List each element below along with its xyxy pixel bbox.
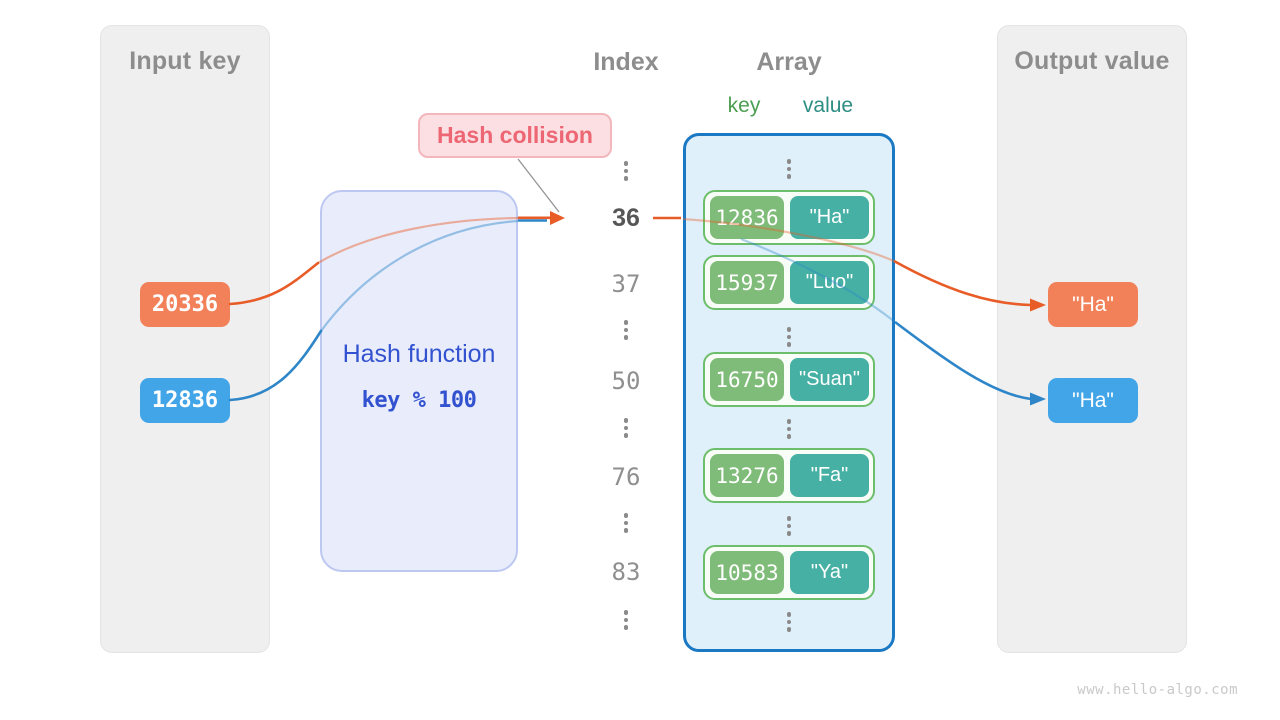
ellipsis-icon [623,320,629,340]
value-column-label: value [802,94,854,117]
input-key-title: Input key [129,47,241,75]
pair-value: "Fa" [790,454,869,497]
hash-function-label: Hash function [342,340,496,368]
ellipsis-icon [786,159,792,179]
index-value-83: 83 [611,558,641,586]
key-column-label: key [727,94,761,117]
bucket-pair-36: 12836 "Ha" [703,190,875,245]
input-key-value: 12836 [151,388,219,413]
array-column-header: Array [756,48,822,76]
watermark: www.hello-algo.com [1077,682,1238,698]
pair-value: "Ha" [790,196,869,239]
input-key-chip-12836: 12836 [140,378,230,423]
ellipsis-icon [786,327,792,347]
pair-value: "Luo" [790,261,869,304]
arrowhead-index-36 [550,211,565,225]
hash-function-box: Hash function key % 100 [320,190,518,572]
index-column-header: Index [593,48,659,76]
output-value: "Ha" [1072,388,1114,412]
pair-value: "Suan" [790,358,869,401]
pair-value: "Ya" [790,551,869,594]
hash-collision-label: Hash collision [418,113,612,158]
pair-key: 13276 [710,454,784,497]
collision-pointer-line [517,158,560,213]
bucket-pair-83: 10583 "Ya" [703,545,875,600]
index-value-36: 36 [612,204,640,232]
ellipsis-icon [786,516,792,536]
input-key-panel: Input key [100,25,270,653]
output-value-chip-blue: "Ha" [1048,378,1138,423]
bucket-pair-37: 15937 "Luo" [703,255,875,310]
bucket-pair-76: 13276 "Fa" [703,448,875,503]
ellipsis-icon [623,418,629,438]
ellipsis-icon [786,419,792,439]
ellipsis-icon [623,161,629,181]
pair-key: 16750 [710,358,784,401]
input-key-chip-20336: 20336 [140,282,230,327]
output-value: "Ha" [1072,292,1114,316]
ellipsis-icon [786,612,792,632]
index-value-37: 37 [611,270,641,298]
pair-key: 15937 [710,261,784,304]
pair-key: 12836 [710,196,784,239]
pair-key: 10583 [710,551,784,594]
bucket-pair-50: 16750 "Suan" [703,352,875,407]
input-key-value: 20336 [151,292,219,317]
ellipsis-icon [623,610,629,630]
hash-function-formula: key % 100 [361,388,477,413]
ellipsis-icon [623,513,629,533]
output-value-chip-orange: "Ha" [1048,282,1138,327]
output-value-title: Output value [1014,47,1170,75]
output-value-panel: Output value [997,25,1187,653]
index-value-50: 50 [611,367,641,395]
index-value-76: 76 [611,463,641,491]
